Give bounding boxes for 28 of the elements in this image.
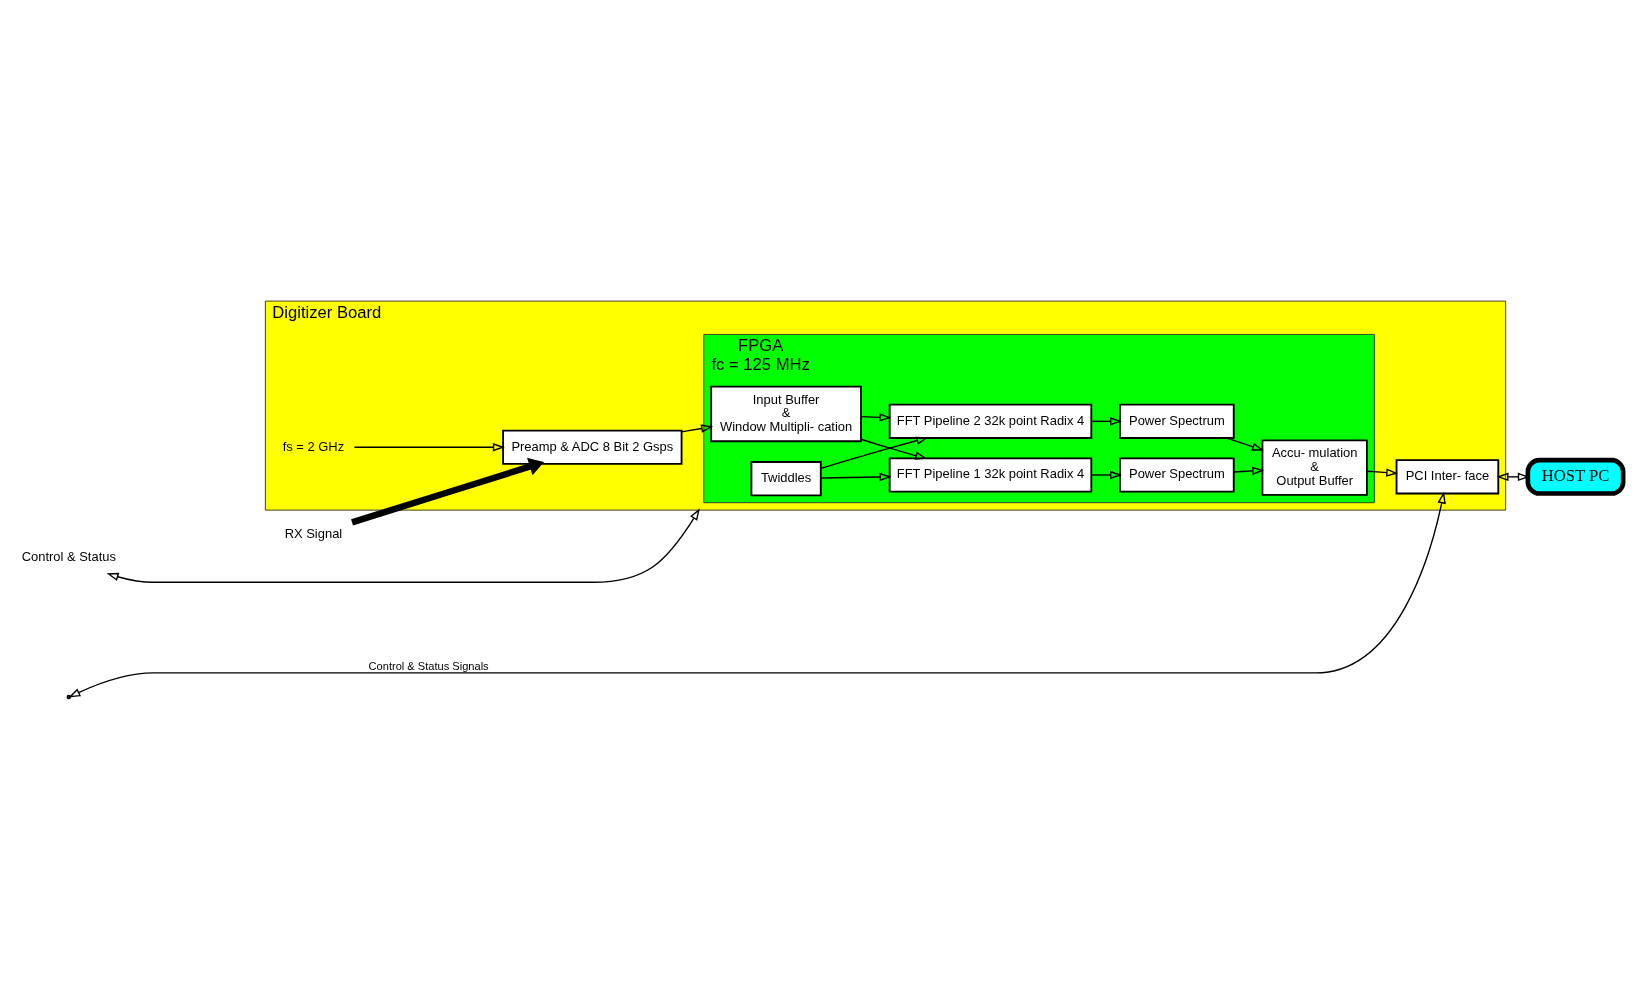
node-box: Input Buffer & Window Multipli- cation	[710, 385, 862, 442]
node-box: Preamp & ADC 8 Bit 2 Gsps	[502, 429, 683, 465]
arrow	[1090, 470, 1123, 479]
node-box: FFT Pipeline 1 32k point Radix 4	[888, 456, 1093, 493]
node-box: Power Spectrum	[1119, 403, 1235, 439]
arrow	[1226, 436, 1264, 451]
arrow	[351, 457, 545, 525]
arrow	[353, 442, 505, 451]
node-text: Control & Status	[21, 548, 116, 564]
arrow	[820, 436, 929, 469]
node-box: HOST PC	[1525, 457, 1626, 496]
arrow	[860, 438, 928, 460]
node-box: Twiddles	[750, 460, 822, 496]
arrow	[106, 507, 700, 583]
node-box: Accu- mulation & Output Buffer	[1261, 438, 1368, 496]
arrow	[820, 472, 892, 481]
arrow	[860, 412, 892, 422]
arrow	[1233, 466, 1265, 475]
edge-label: Control & Status Signals	[368, 659, 489, 672]
node-box: PCI Inter- face	[1395, 458, 1500, 494]
arrow	[680, 423, 714, 433]
arrow	[68, 491, 1446, 698]
arrow	[1090, 416, 1123, 426]
arrow	[1366, 467, 1399, 477]
node-text: fs = 2 GHz	[282, 438, 345, 454]
node-box: FFT Pipeline 2 32k point Radix 4	[888, 403, 1093, 439]
node-box: Power Spectrum	[1119, 456, 1235, 493]
node-text: RX Signal	[284, 525, 343, 541]
